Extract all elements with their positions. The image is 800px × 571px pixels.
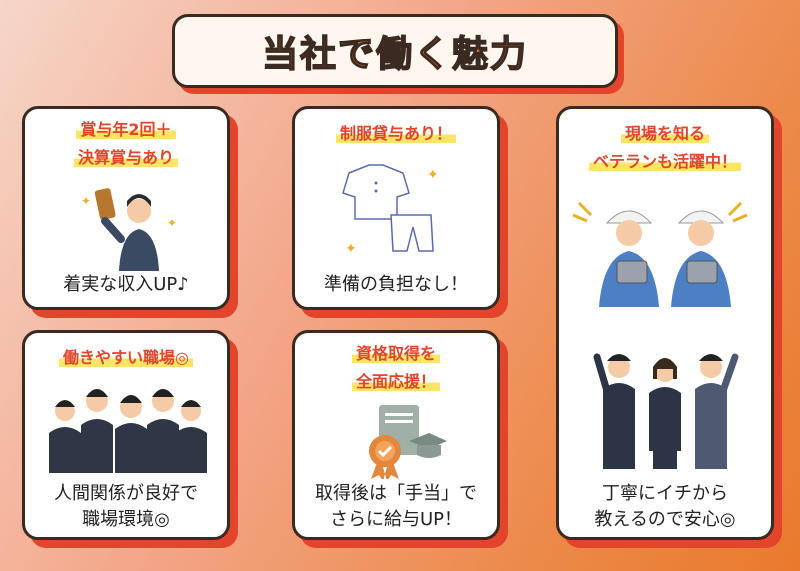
uniform-illustration: ✦ ✦ xyxy=(342,164,439,257)
card-veterans: 現場を知る ベテランも活躍中！ xyxy=(556,106,774,540)
card-heading-line2: ベテランも活躍中！ xyxy=(588,152,741,171)
card-heading-line1: 資格取得を xyxy=(351,344,440,363)
card-body: 着実な収入UP♪ xyxy=(63,274,189,295)
team-illustration xyxy=(49,389,207,473)
card-qualification: 資格取得を 全面応援！ 取得後は「手当」で さらに給与UP！ xyxy=(292,330,500,540)
page-title: 当社で働く魅力 xyxy=(261,33,528,76)
card-workplace: 働きやすい職場◎ 人間関係が良好で 職場環境◎ xyxy=(22,330,230,540)
card-uniform: 制服貸与あり！ ✦ ✦ 準備の負担なし！ xyxy=(292,106,500,310)
cheering-staff-illustration xyxy=(593,353,739,469)
certificate-icon xyxy=(369,405,447,479)
card-body: 準備の負担なし！ xyxy=(324,274,468,295)
svg-text:✦: ✦ xyxy=(167,216,177,230)
card-body-line1: 人間関係が良好で xyxy=(54,483,198,504)
card-heading: 働きやすい職場◎ xyxy=(59,348,193,367)
title-banner: 当社で働く魅力 xyxy=(172,14,618,88)
card-heading-line1: 賞与年2回＋ xyxy=(76,120,176,139)
card-heading-line2: 決算賞与あり xyxy=(73,148,178,167)
money-person-illustration: ✦ ✦ xyxy=(81,188,177,271)
card-body-line2: 教えるので安心◎ xyxy=(594,509,736,530)
svg-text:✦: ✦ xyxy=(427,167,439,183)
card-body-line1: 丁寧にイチから xyxy=(602,483,728,504)
card-heading-line2: 全面応援！ xyxy=(351,372,440,391)
card-body-line2: 職場環境◎ xyxy=(82,509,170,530)
card-body-line2: さらに給与UP！ xyxy=(329,509,463,530)
svg-text:✦: ✦ xyxy=(345,241,357,257)
card-heading: 制服貸与あり！ xyxy=(335,124,456,143)
card-body-line1: 取得後は「手当」で xyxy=(315,483,477,504)
card-heading-line1: 現場を知る xyxy=(620,124,709,143)
svg-text:✦: ✦ xyxy=(81,194,91,208)
card-bonus: 賞与年2回＋ 決算賞与あり ✦ ✦ 着実な収入UP♪ xyxy=(22,106,230,310)
workers-tablet-illustration xyxy=(572,201,748,307)
